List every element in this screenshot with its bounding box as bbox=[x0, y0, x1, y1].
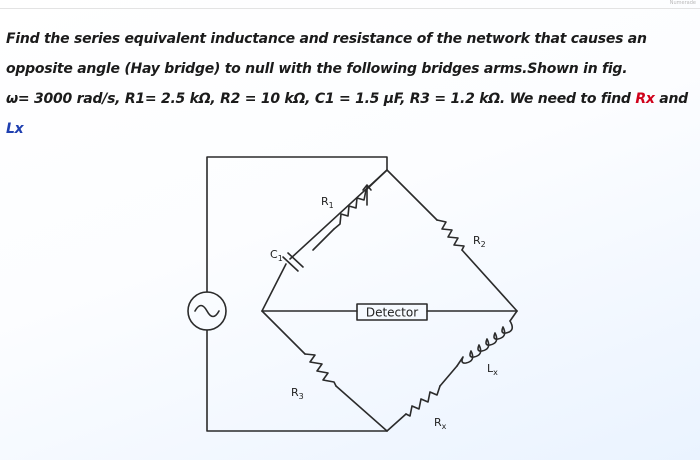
label-r1: R1 bbox=[321, 195, 334, 210]
r1-arrow-icon bbox=[362, 184, 372, 206]
wire-lx-top bbox=[509, 310, 518, 322]
wire-r2-top bbox=[386, 169, 438, 221]
wire-r1-branch-top bbox=[365, 169, 388, 191]
label-r3: R3 bbox=[291, 386, 304, 401]
wire-r1-branch-bottom bbox=[312, 228, 335, 251]
resistor-r3 bbox=[304, 353, 337, 387]
label-rx: Rx bbox=[434, 416, 447, 431]
label-lx: Lx bbox=[487, 362, 498, 377]
wire-source-bottom bbox=[206, 329, 388, 432]
capacitor-c1-plate-b bbox=[287, 252, 304, 268]
rx-highlight: Rx bbox=[635, 91, 655, 107]
watermark: Numerade bbox=[669, 0, 696, 6]
problem-line-3-and: and bbox=[654, 91, 688, 107]
inductor-lx bbox=[456, 320, 514, 367]
wire-lx-to-rx bbox=[439, 365, 458, 387]
wire-source-top bbox=[206, 156, 388, 293]
problem-statement: Find the series equivalent inductance an… bbox=[6, 24, 698, 144]
wire-r2-bottom bbox=[461, 249, 518, 312]
label-c1: C1 bbox=[270, 248, 283, 263]
detector-label: Detector bbox=[366, 306, 418, 320]
detector-box bbox=[356, 303, 428, 321]
ac-wave-icon bbox=[194, 304, 220, 318]
wire-c1-to-left bbox=[261, 263, 287, 312]
lx-highlight: Lx bbox=[6, 121, 24, 137]
resistor-r2 bbox=[436, 219, 465, 251]
wire-r3-top bbox=[261, 310, 306, 355]
wire-r3-bottom bbox=[335, 385, 388, 432]
wire-rx-bottom bbox=[386, 413, 407, 432]
resistor-r1 bbox=[333, 189, 367, 230]
problem-line-3: ω= 3000 rad/s, R1= 2.5 kΩ, R2 = 10 kΩ, C… bbox=[6, 91, 636, 107]
ac-source-icon bbox=[187, 291, 227, 331]
capacitor-c1-plate-a bbox=[282, 256, 299, 272]
resistor-rx bbox=[405, 385, 441, 417]
problem-line-1: Find the series equivalent inductance an… bbox=[6, 31, 647, 47]
label-r2: R2 bbox=[473, 234, 486, 249]
top-divider bbox=[0, 8, 700, 9]
problem-line-2: opposite angle (Hay bridge) to null with… bbox=[6, 61, 628, 77]
